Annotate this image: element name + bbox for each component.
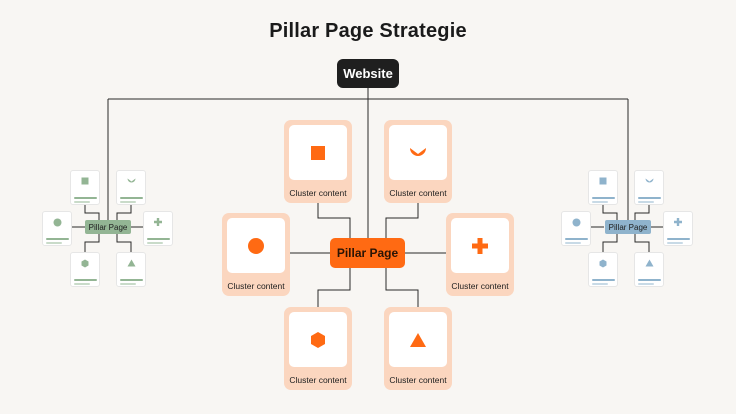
square-icon bbox=[81, 177, 89, 185]
cluster-card-label: Cluster content bbox=[289, 375, 347, 385]
cluster-card-label: Cluster content bbox=[227, 281, 285, 291]
square-icon bbox=[599, 177, 607, 185]
circle-icon bbox=[53, 218, 61, 227]
left-cluster-card bbox=[42, 211, 72, 246]
plus-icon bbox=[154, 218, 162, 226]
triangle-icon bbox=[410, 332, 426, 347]
cluster-card: Cluster content bbox=[284, 120, 352, 203]
cluster-card-label: Cluster content bbox=[389, 188, 447, 198]
circle-icon bbox=[248, 237, 264, 254]
left-cluster-card bbox=[70, 252, 100, 287]
square-icon bbox=[311, 145, 325, 160]
half-circle-icon bbox=[645, 178, 653, 183]
left-cluster-card bbox=[116, 170, 146, 205]
right-cluster-card bbox=[588, 170, 618, 205]
left-pillar-page: Pillar Page bbox=[85, 220, 131, 234]
plus-icon bbox=[674, 218, 682, 226]
cluster-card-label: Cluster content bbox=[451, 281, 509, 291]
cluster-card-label: Cluster content bbox=[389, 375, 447, 385]
right-cluster-card bbox=[663, 211, 693, 246]
left-cluster-card bbox=[143, 211, 173, 246]
plus-icon bbox=[472, 237, 488, 254]
half-circle-icon bbox=[410, 147, 426, 156]
cluster-card: Cluster content bbox=[284, 307, 352, 390]
hexagon-icon bbox=[311, 331, 325, 348]
right-cluster-card bbox=[634, 170, 664, 205]
diagram-title: Pillar Page Strategie bbox=[269, 20, 467, 42]
right-cluster-card bbox=[588, 252, 618, 287]
right-cluster-card bbox=[634, 252, 664, 287]
cluster-card: Cluster content bbox=[384, 307, 452, 390]
hexagon-icon bbox=[599, 259, 607, 268]
main-pillar-page: Pillar Page bbox=[330, 238, 405, 268]
hexagon-icon bbox=[81, 259, 89, 268]
triangle-icon bbox=[127, 259, 135, 267]
cluster-card: Cluster content bbox=[446, 213, 514, 296]
cluster-card: Cluster content bbox=[384, 120, 452, 203]
cluster-card: Cluster content bbox=[222, 213, 290, 296]
circle-icon bbox=[572, 218, 580, 227]
right-cluster-card bbox=[561, 211, 591, 246]
cluster-card-label: Cluster content bbox=[289, 188, 347, 198]
website-node: Website bbox=[337, 59, 399, 88]
triangle-icon bbox=[645, 259, 653, 267]
half-circle-icon bbox=[127, 178, 135, 183]
left-cluster-card bbox=[70, 170, 100, 205]
right-pillar-page: Pillar Page bbox=[605, 220, 651, 234]
left-cluster-card bbox=[116, 252, 146, 287]
